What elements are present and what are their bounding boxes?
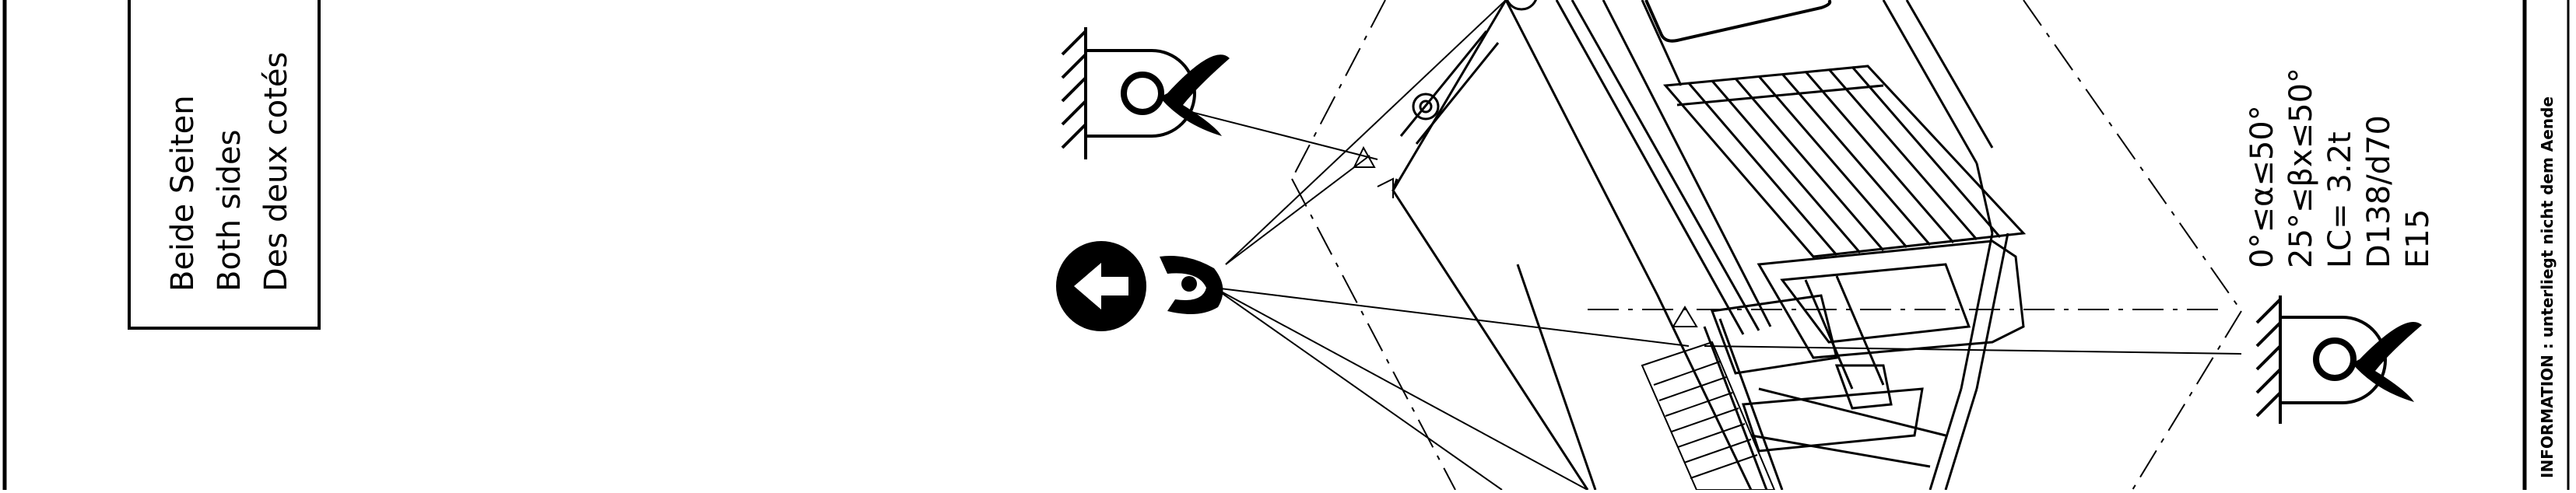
both-sides-note-box bbox=[128, 0, 321, 330]
spec-load-capacity: LC= 3.2t bbox=[2322, 131, 2358, 268]
note-line-en: Both sides bbox=[212, 130, 247, 292]
lifting-spec-block: 0°≤α≤50° 25°≤βx≤50° LC= 3.2t D138/d70 E1… bbox=[2244, 68, 2436, 268]
spec-alpha-range: 0°≤α≤50° bbox=[2244, 105, 2280, 268]
chassis-detail bbox=[1703, 240, 2025, 491]
hook-anchor-icon bbox=[1061, 27, 1230, 159]
lifting-lug-top bbox=[1399, 0, 1537, 145]
radiator-grille bbox=[1662, 65, 2027, 258]
hook-anchor-icon bbox=[2255, 295, 2422, 424]
spec-beta-range: 25°≤βx≤50° bbox=[2283, 68, 2319, 268]
top-window-outline bbox=[1644, 0, 1832, 43]
spec-class: E15 bbox=[2400, 209, 2436, 268]
note-line-de: Beide Seiten bbox=[165, 95, 201, 292]
lug-markers bbox=[1353, 145, 1698, 327]
construction-lines bbox=[1291, 0, 2242, 491]
sling-lines bbox=[1163, 0, 2242, 491]
information-strip-text: INFORMATION : unterliegt nicht dem Aende bbox=[2538, 96, 2557, 478]
machine-body bbox=[1392, 0, 2009, 491]
crane-hook-up-arrow-icon bbox=[1056, 241, 1223, 331]
spec-diameters: D138/d70 bbox=[2361, 115, 2397, 268]
note-line-fr: Des deux cotés bbox=[258, 52, 294, 292]
